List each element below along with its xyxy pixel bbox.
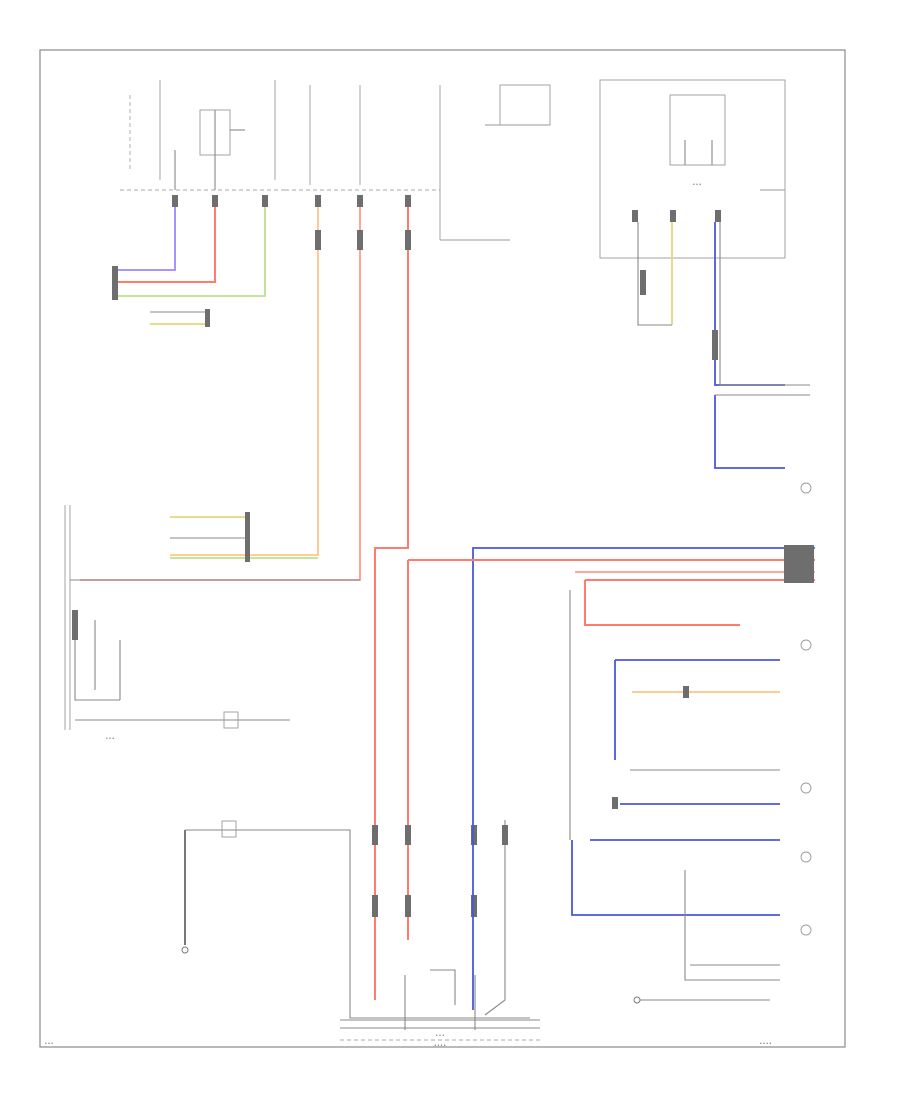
diagram-frame <box>39 49 846 1048</box>
bottom-center-connectors <box>372 825 508 917</box>
page-reference: • • • <box>45 1041 53 1047</box>
footer-center-label: • • • • <box>434 1043 445 1049</box>
bottom-control-module: • • • <box>340 820 540 1041</box>
left-switch-block: • • • <box>64 505 360 742</box>
top-right-module: • • • <box>599 79 786 259</box>
right-lower-circuits <box>571 639 812 1004</box>
module-center-label: • • • <box>436 1033 444 1039</box>
fuse-block-top <box>285 84 551 241</box>
right-bus-wires <box>408 545 815 1010</box>
footer-right-label: • • • • <box>760 1041 771 1047</box>
switch-label: • • • <box>106 736 114 742</box>
orange-wire <box>170 207 321 556</box>
left-harness-wires <box>112 207 266 327</box>
top-left-module <box>120 80 285 191</box>
right-top-wires <box>637 222 812 494</box>
red-feed-wires <box>80 207 411 1000</box>
lower-left-ground <box>181 820 530 1019</box>
top-connectors <box>172 195 721 222</box>
module-top-right-label: • • • <box>693 182 701 188</box>
